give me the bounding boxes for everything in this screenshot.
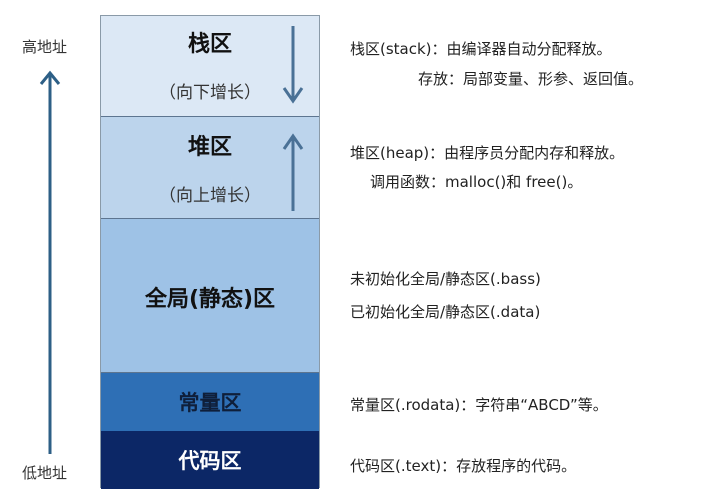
stack-desc-line2: 存放：局部变量、形参、返回值。 (418, 70, 644, 88)
code-title: 代码区 (178, 449, 242, 473)
stack-subtitle: （向下增长） (159, 83, 261, 103)
address-up-arrow-icon (39, 70, 61, 454)
const-title: 常量区 (178, 391, 242, 415)
heap-title: 堆区 (187, 135, 232, 160)
low-address-label: 低地址 (22, 464, 68, 482)
high-address-label: 高地址 (22, 38, 68, 56)
global-static-segment: 全局(静态)区 (101, 219, 319, 373)
heap-segment: 堆区 （向上增长） (101, 117, 319, 219)
constant-segment: 常量区 (101, 373, 319, 431)
const-desc: 常量区(.rodata)：字符串“ABCD”等。 (350, 396, 608, 414)
stack-desc-line1: 栈区(stack)：由编译器自动分配释放。 (350, 40, 612, 58)
global-desc-line2: 已初始化全局/静态区(.data) (350, 303, 541, 321)
heap-grow-up-arrow-icon (282, 133, 304, 211)
stack-grow-down-arrow-icon (282, 26, 304, 104)
heap-desc-line1: 堆区(heap)：由程序员分配内存和释放。 (350, 144, 625, 162)
code-desc: 代码区(.text)：存放程序的代码。 (350, 457, 577, 475)
stack-title: 栈区 (187, 32, 232, 57)
memory-layout-diagram: 栈区 （向下增长） 堆区 （向上增长） 全局(静态)区 常量区 代码区 (100, 15, 320, 489)
heap-subtitle: （向上增长） (159, 186, 261, 206)
global-desc-line1: 未初始化全局/静态区(.bass) (350, 270, 541, 288)
heap-desc-line2: 调用函数：malloc()和 free()。 (370, 173, 583, 191)
global-title: 全局(静态)区 (144, 287, 276, 312)
code-segment: 代码区 (101, 431, 319, 489)
stack-segment: 栈区 （向下增长） (101, 16, 319, 117)
